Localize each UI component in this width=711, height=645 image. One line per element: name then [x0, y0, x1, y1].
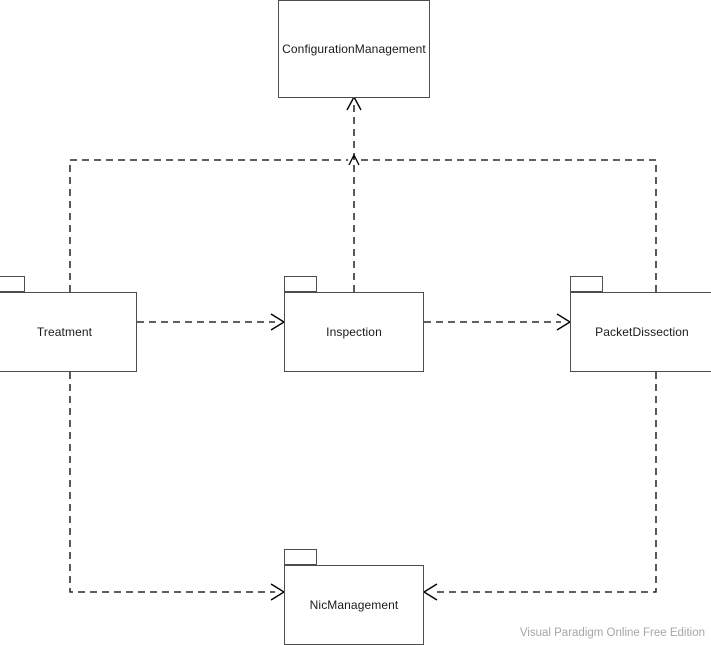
dependency-packet-dissection-to-nic-management: [422, 372, 657, 601]
dependency-treatment-to-nic-management: [69, 372, 286, 601]
package-configuration-management[interactable]: ConfigurationManagement: [278, 0, 430, 98]
package-nic-management[interactable]: NicManagement: [284, 549, 424, 645]
package-tab-icon: [284, 549, 317, 565]
package-body[interactable]: Treatment: [0, 292, 137, 372]
dependency-treatment-to-configuration-management: [69, 159, 348, 292]
package-tab-icon: [284, 276, 317, 292]
package-label: Inspection: [326, 325, 382, 339]
package-body[interactable]: ConfigurationManagement: [278, 0, 430, 98]
package-body[interactable]: PacketDissection: [570, 292, 711, 372]
package-body[interactable]: Inspection: [284, 292, 424, 372]
package-body[interactable]: NicManagement: [284, 565, 424, 645]
dependency-packet-dissection-to-configuration-management: [360, 159, 657, 292]
package-inspection[interactable]: Inspection: [284, 276, 424, 372]
package-label: NicManagement: [309, 598, 399, 612]
package-tab-icon: [0, 276, 25, 292]
package-tab-icon: [570, 276, 603, 292]
package-label: ConfigurationManagement: [282, 42, 426, 56]
package-packet-dissection[interactable]: PacketDissection: [570, 276, 711, 372]
package-label: Treatment: [36, 325, 93, 339]
dependency-inspection-to-packet-dissection: [424, 313, 572, 331]
package-label: PacketDissection: [595, 325, 689, 339]
watermark-text: Visual Paradigm Online Free Edition: [519, 627, 705, 639]
dependency-junction-arrowhead-icon: [348, 153, 360, 166]
dependency-inspection-to-configuration-management: [346, 95, 362, 292]
package-treatment[interactable]: Treatment: [0, 276, 137, 372]
dependency-treatment-to-inspection: [137, 313, 286, 331]
